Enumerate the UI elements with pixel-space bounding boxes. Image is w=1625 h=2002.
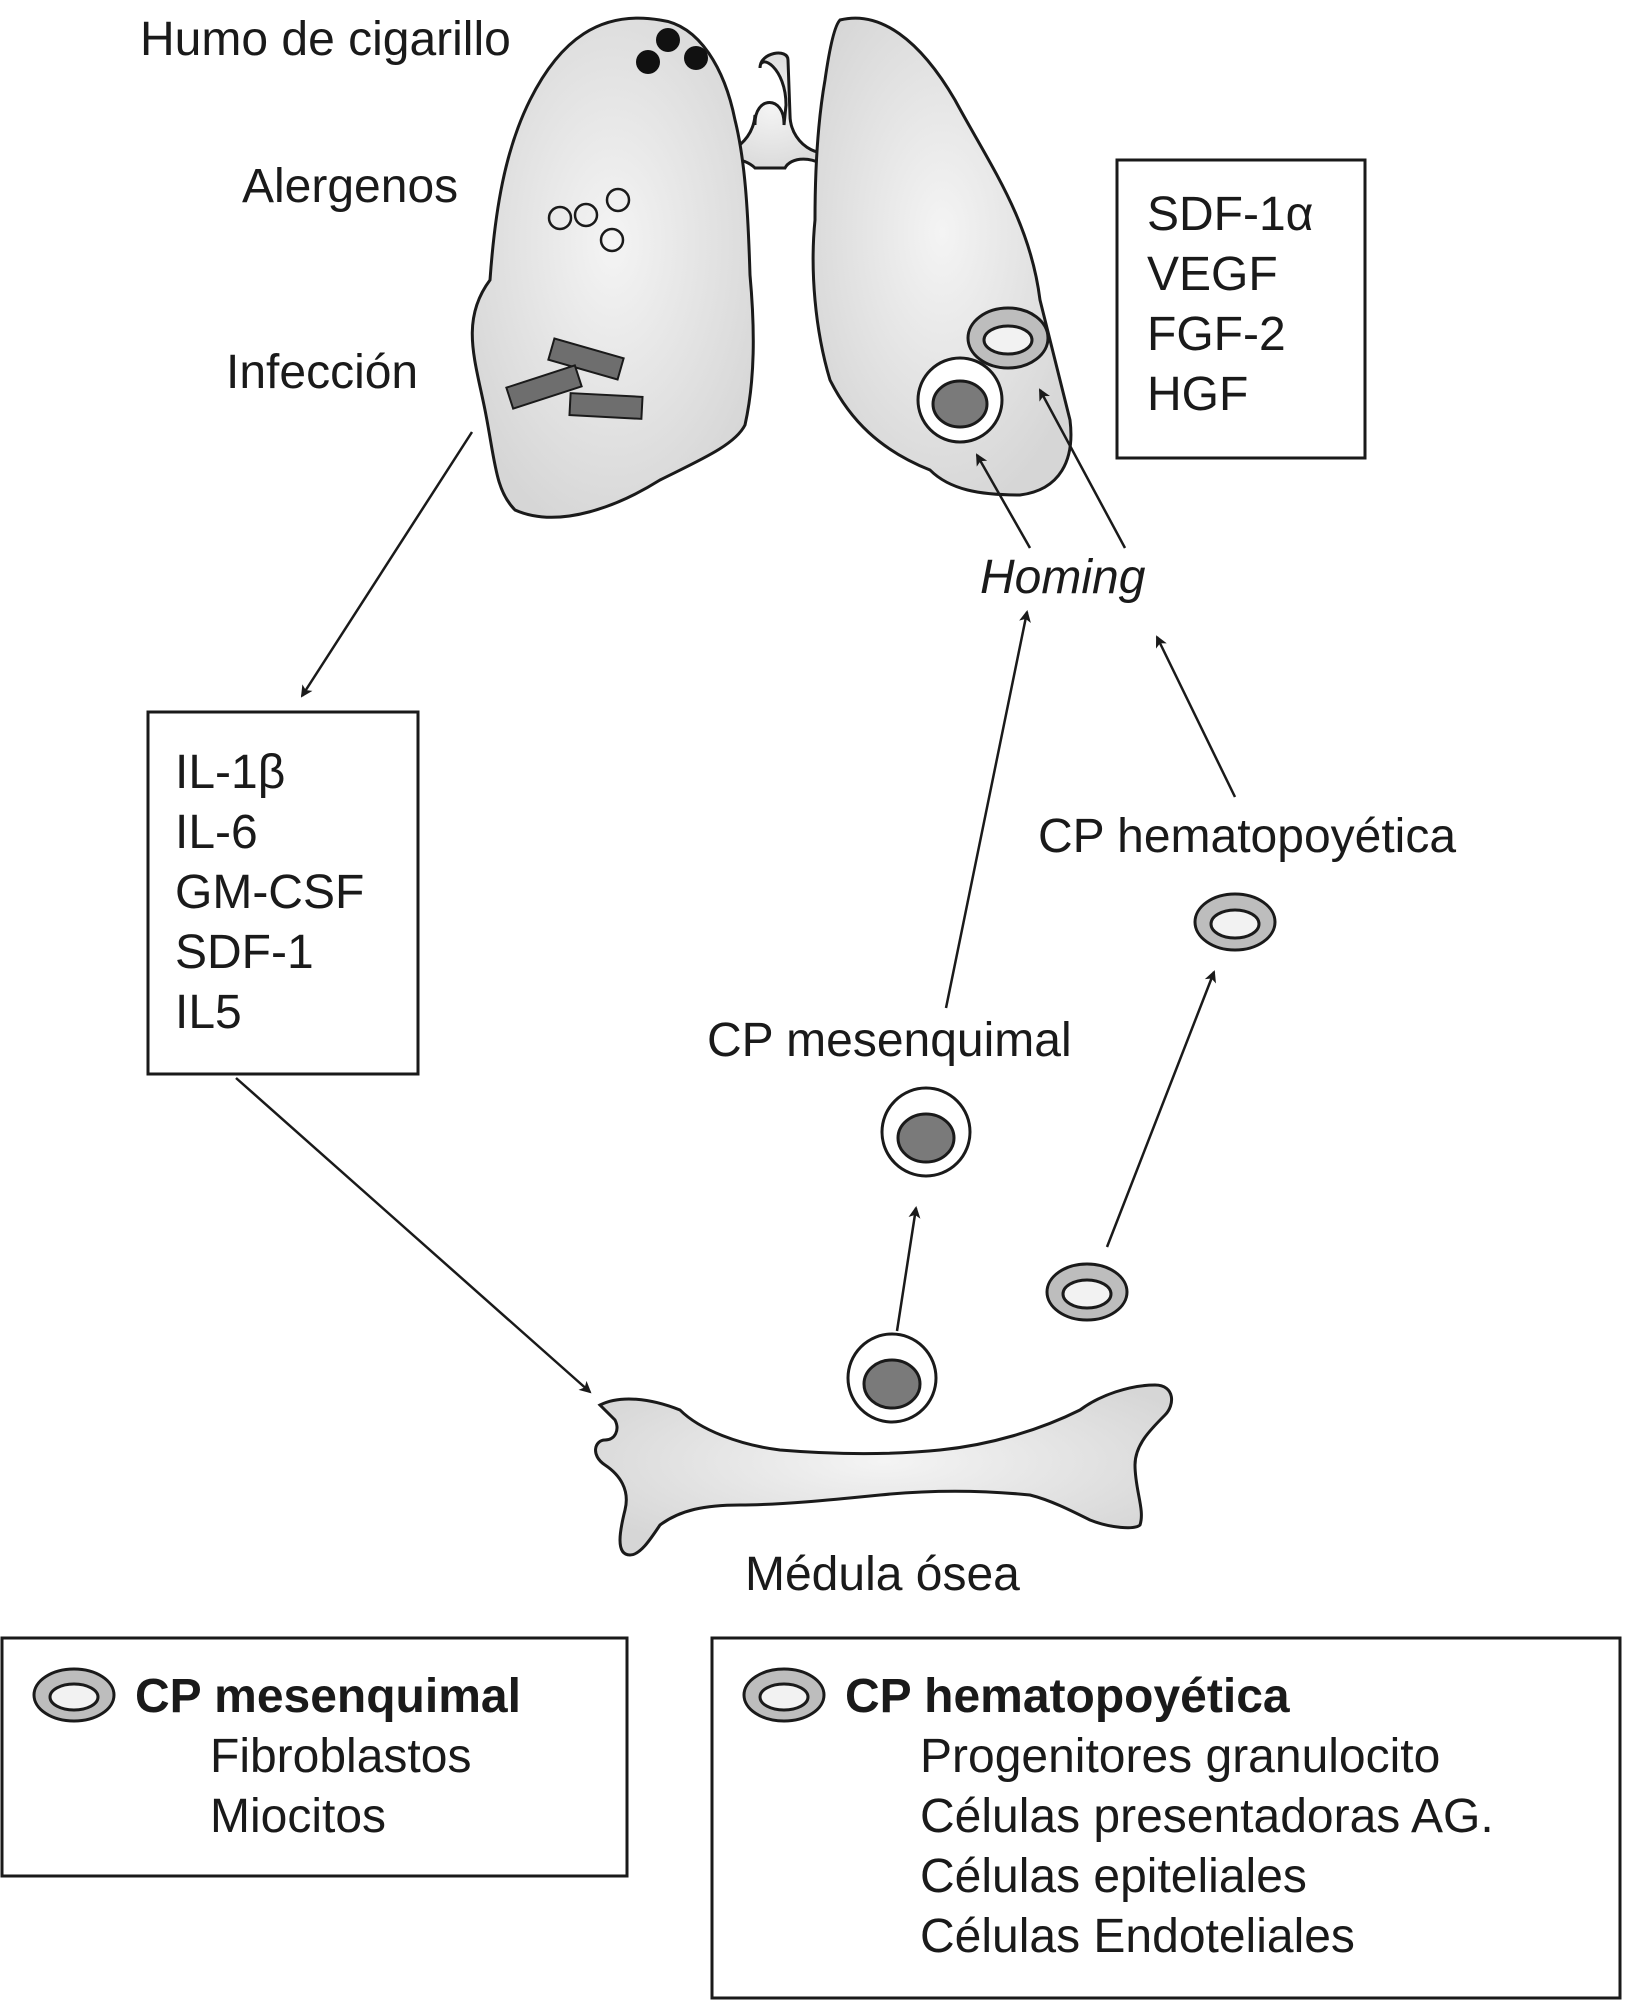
marrow-to-hematopoietic-arrow [1105,970,1216,1248]
legend-hematopoietic-item: Progenitores granulocito [920,1730,1440,1783]
lung-factors-box [1115,158,1367,460]
marrow-mesenchymal-cell [846,1332,938,1424]
lung-factor-label: FGF-2 [1147,308,1286,361]
legend-mesenchymal-item: Miocitos [210,1790,386,1843]
marrow-hematopoietic-cell [1045,1262,1129,1322]
legend-hematopoietic-icon [742,1667,826,1723]
legend-hematopoietic-title: CP hematopoyética [845,1670,1290,1723]
homing-to-mesenchymal-lung-arrow [975,453,1032,549]
legend-mesenchymal-title: CP mesenquimal [135,1670,521,1723]
allergen-particles [547,187,631,253]
bone-marrow [594,1383,1174,1557]
inflammatory-factor-label: IL-1β [175,746,285,799]
legend-hematopoietic-item: Células epiteliales [920,1850,1307,1903]
legend-mesenchymal-item: Fibroblastos [210,1730,471,1783]
legend-hematopoietic-box [710,1636,1622,2000]
inflammatory-factor-label: GM-CSF [175,866,364,919]
homing-label: Homing [980,551,1146,604]
lung-hematopoietic-cell [966,306,1050,370]
migrating-mesenchymal-cell [880,1086,972,1178]
lung-mesenchymal-cell [916,356,1004,444]
infection-label: Infección [226,346,418,399]
left-lung [470,16,755,519]
lung-to-factors-arrow [300,431,474,698]
marrow-to-mesenchymal-arrow [895,1206,921,1332]
lung-factor-label: VEGF [1147,248,1278,301]
inflammatory-factors-box [146,710,420,1076]
inflammatory-factor-label: IL5 [175,986,242,1039]
infection-bacteria [505,337,644,420]
legend-mesenchymal-icon [32,1667,116,1723]
hematopoietic-to-homing-arrow [1155,635,1237,798]
inflammatory-factor-label: SDF-1 [175,926,314,979]
allergens-label: Alergenos [242,160,458,213]
legend-hematopoietic-item: Células Endoteliales [920,1910,1355,1963]
hematopoietic-label: CP hematopoyética [1038,810,1456,863]
migrating-hematopoietic-cell [1193,892,1277,952]
mesenchymal-to-homing-arrow [944,610,1031,1009]
flow-arrows [235,388,1237,1394]
right-lung [811,16,1073,497]
smoke-label: Humo de cigarillo [140,13,511,66]
factors-to-marrow-arrow [235,1077,592,1394]
mesenchymal-label: CP mesenquimal [707,1014,1072,1067]
smoke-particles [636,28,708,74]
bone-marrow-label: Médula ósea [745,1548,1020,1601]
lung-factor-label: HGF [1147,368,1248,421]
legend-hematopoietic-item: Células presentadoras AG. [920,1790,1494,1843]
inflammatory-factor-label: IL-6 [175,806,258,859]
lung-factor-label: SDF-1α [1147,188,1313,241]
homing-to-hematopoietic-lung-arrow [1038,388,1127,549]
